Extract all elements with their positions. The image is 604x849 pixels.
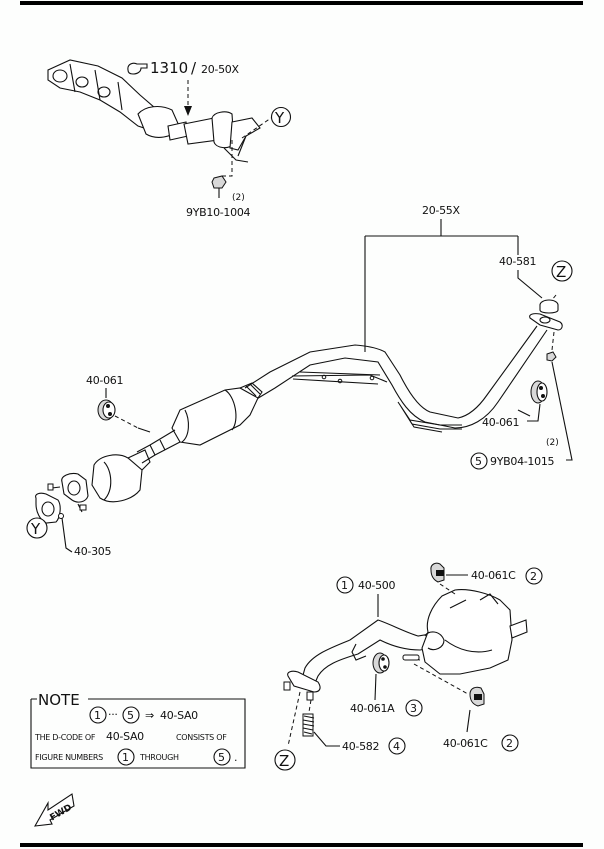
- spring-40-582: [302, 713, 315, 737]
- svg-text:5: 5: [475, 455, 482, 468]
- hanger-code-40-061c-bottom[interactable]: 40-061C: [443, 737, 488, 750]
- svg-text:3: 3: [410, 702, 417, 715]
- hanger-40-061c-bottom: [469, 686, 485, 707]
- connector-z-right: [551, 260, 573, 282]
- svg-text:Y: Y: [30, 520, 41, 538]
- bolt-qty-9yb04: (2): [546, 438, 559, 448]
- svg-text:.: .: [234, 751, 237, 764]
- bolt-qty-9yb10: (2): [232, 193, 245, 203]
- hanger-40-061a: [372, 652, 390, 674]
- muffler-code-40-500[interactable]: 40-500: [358, 579, 396, 592]
- svg-text:THE D-CODE OF: THE D-CODE OF: [34, 733, 96, 742]
- svg-text:THROUGH: THROUGH: [139, 753, 179, 762]
- svg-text:40-SA0: 40-SA0: [106, 730, 144, 743]
- gasket-code-40-581[interactable]: 40-581: [499, 255, 536, 268]
- hanger-code-40-061-left[interactable]: 40-061: [86, 374, 123, 387]
- rubber-hanger-left: [97, 399, 116, 421]
- pointing-hand-icon: [127, 62, 148, 75]
- svg-text:FIGURE NUMBERS: FIGURE NUMBERS: [35, 753, 103, 762]
- svg-text:1: 1: [122, 751, 129, 764]
- bottom-border: [20, 843, 583, 847]
- bolt-9yb04-icon: [546, 351, 557, 362]
- svg-text:2: 2: [530, 570, 537, 583]
- front-pipe-assembly[interactable]: [47, 313, 563, 513]
- svg-text:/: /: [191, 59, 197, 77]
- hanger-code-40-061a[interactable]: 40-061A: [350, 702, 395, 715]
- hanger-40-061c-top: [430, 562, 445, 583]
- gasket-40-581: [539, 299, 559, 314]
- hanger-code-40-061-right[interactable]: 40-061: [482, 416, 519, 429]
- bolt-9yb10-icon: [211, 175, 227, 198]
- gasket-40-305: [35, 492, 64, 524]
- connector-z-bottom: [274, 749, 296, 771]
- svg-text:2: 2: [506, 737, 513, 750]
- svg-text:Z: Z: [279, 752, 289, 770]
- svg-text:···: ···: [108, 708, 118, 721]
- svg-text:⇒: ⇒: [145, 709, 154, 722]
- svg-text:Y: Y: [274, 109, 285, 127]
- note-heading: NOTE: [38, 691, 80, 709]
- assembly-code-20-55x[interactable]: 20-55X: [422, 204, 461, 217]
- svg-text:Z: Z: [556, 263, 566, 281]
- svg-text:1: 1: [94, 709, 101, 722]
- ref-number: 1310: [150, 59, 188, 77]
- spring-code-40-582[interactable]: 40-582: [342, 740, 379, 753]
- muffler-assembly[interactable]: [283, 589, 528, 701]
- connector-y-bottom: [26, 517, 48, 539]
- connector-y-top: [270, 106, 292, 128]
- svg-text:CONSISTS OF: CONSISTS OF: [176, 733, 227, 742]
- top-border: [20, 1, 583, 5]
- bolt-code-9yb10[interactable]: 9YB10-1004: [186, 206, 251, 219]
- svg-text:5: 5: [218, 751, 225, 764]
- svg-text:1: 1: [341, 579, 348, 592]
- note-result-code: 40-SA0: [160, 709, 198, 722]
- gasket-code-40-305[interactable]: 40-305: [74, 545, 112, 558]
- svg-text:5: 5: [127, 709, 134, 722]
- note-box: NOTE 1 ··· 5 ⇒ 40-SA0 THE D-CODE OF 40-S…: [30, 691, 246, 769]
- fwd-arrow-icon: FWD: [33, 793, 75, 827]
- rubber-hanger-right: [530, 380, 548, 404]
- bolt-code-9yb04[interactable]: 9YB04-1015: [490, 455, 555, 468]
- svg-text:4: 4: [393, 740, 400, 753]
- hanger-code-40-061c-top[interactable]: 40-061C: [471, 569, 516, 582]
- exhaust-manifold-assembly[interactable]: [47, 59, 261, 163]
- reference-1310: 1310 / 20-50X: [127, 59, 240, 116]
- manifold-part-code[interactable]: 20-50X: [201, 63, 240, 76]
